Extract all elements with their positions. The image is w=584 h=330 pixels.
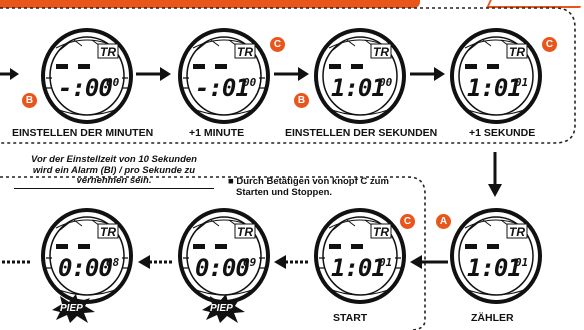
alarm-note: Vor der Einstellzeit von 10 Sekunden wir… xyxy=(14,154,214,187)
caption-start: START xyxy=(333,312,368,324)
svg-text:TR: TR xyxy=(509,45,525,59)
watch-main-digits: 1:01 xyxy=(467,254,522,282)
watch-face: TR xyxy=(41,28,133,124)
watch-seconds-digits: 01 xyxy=(379,256,393,269)
watch-seconds-digits: 01 xyxy=(515,76,529,89)
watch-seconds-digits: 00 xyxy=(379,76,393,89)
watch-face: TR xyxy=(178,28,270,124)
beep-label-2: PIEP xyxy=(210,303,233,314)
watch-seconds-digits: 00 xyxy=(106,76,120,89)
arrow-right-1 xyxy=(0,68,19,80)
arrow-right-4 xyxy=(410,67,445,81)
alarm-note-line-1: Vor der Einstellzeit von 10 Sekunden xyxy=(31,154,197,165)
watch-main-digits: 1:01 xyxy=(467,74,522,102)
watch-main-digits: 1:01 xyxy=(331,254,386,282)
button-c-marker-2: C xyxy=(542,37,557,52)
arrow-left-1 xyxy=(410,255,448,269)
watch-face: TR xyxy=(314,208,406,304)
button-b-marker-2: B xyxy=(294,93,309,108)
arrow-down xyxy=(488,152,502,197)
alarm-note-line-3: vernehmen sein. xyxy=(76,175,152,186)
svg-text:TR: TR xyxy=(100,45,116,59)
arrow-left-3 xyxy=(138,255,172,269)
button-c-note-line-1: ■ Durch Betätigen von knopf C zum xyxy=(228,176,389,187)
watch-face: TR xyxy=(450,208,542,304)
beep-burst-1: PIEP xyxy=(50,294,96,329)
watch-seconds-digits: 09 xyxy=(243,256,257,269)
watch-main-digits: -:01 xyxy=(195,74,250,102)
svg-text:TR: TR xyxy=(373,45,389,59)
svg-text:TR: TR xyxy=(237,225,253,239)
watch-seconds-digits: 01 xyxy=(515,256,529,269)
watch-main-digits: 1:01 xyxy=(331,74,386,102)
svg-text:TR: TR xyxy=(509,225,525,239)
svg-text:TR: TR xyxy=(100,225,116,239)
beep-burst-2: PIEP xyxy=(200,294,246,329)
alarm-note-line-2: wird ein Alarm (Bl) / pro Sekunde zu xyxy=(32,164,196,176)
arrow-right-3 xyxy=(274,67,309,81)
arrow-left-4 xyxy=(0,260,30,264)
button-c-marker-1: C xyxy=(270,37,285,52)
button-c-note: ■ Durch Betätigen von knopf C zum Starte… xyxy=(228,176,418,198)
caption-plus-one-minute: +1 MINUTE xyxy=(189,127,245,139)
watch-face: TR xyxy=(450,28,542,124)
caption-set-minutes: EINSTELLEN DER MINUTEN xyxy=(12,127,154,139)
beep-burst-icon xyxy=(52,294,95,323)
watch-seconds-digits: 00 xyxy=(243,76,257,89)
button-a-marker: A xyxy=(436,214,451,229)
beep-label-1: PIEP xyxy=(60,303,83,314)
watch-seconds-digits: 08 xyxy=(106,256,120,269)
watch-face: TR xyxy=(314,28,406,124)
caption-set-seconds: EINSTELLEN DER SEKUNDEN xyxy=(285,127,438,139)
watch-main-digits: 0:00 xyxy=(195,254,250,282)
button-b-marker-1: B xyxy=(22,93,37,108)
svg-text:TR: TR xyxy=(237,45,253,59)
watch-face: TR xyxy=(41,208,133,304)
caption-counter: ZÄHLER xyxy=(471,312,514,324)
header-bar xyxy=(0,0,420,8)
alarm-note-underline xyxy=(14,188,214,189)
watch-main-digits: -:00 xyxy=(58,74,113,102)
watch-main-digits: 0:00 xyxy=(58,254,113,282)
button-c-marker-3: C xyxy=(400,214,415,229)
caption-plus-one-second: +1 SEKUNDE xyxy=(469,127,536,139)
svg-text:TR: TR xyxy=(373,225,389,239)
button-c-note-line-2: Starten und Stoppen. xyxy=(236,186,333,198)
arrow-right-2 xyxy=(136,67,171,81)
beep-burst-icon xyxy=(202,294,245,323)
arrow-left-2 xyxy=(274,255,308,269)
